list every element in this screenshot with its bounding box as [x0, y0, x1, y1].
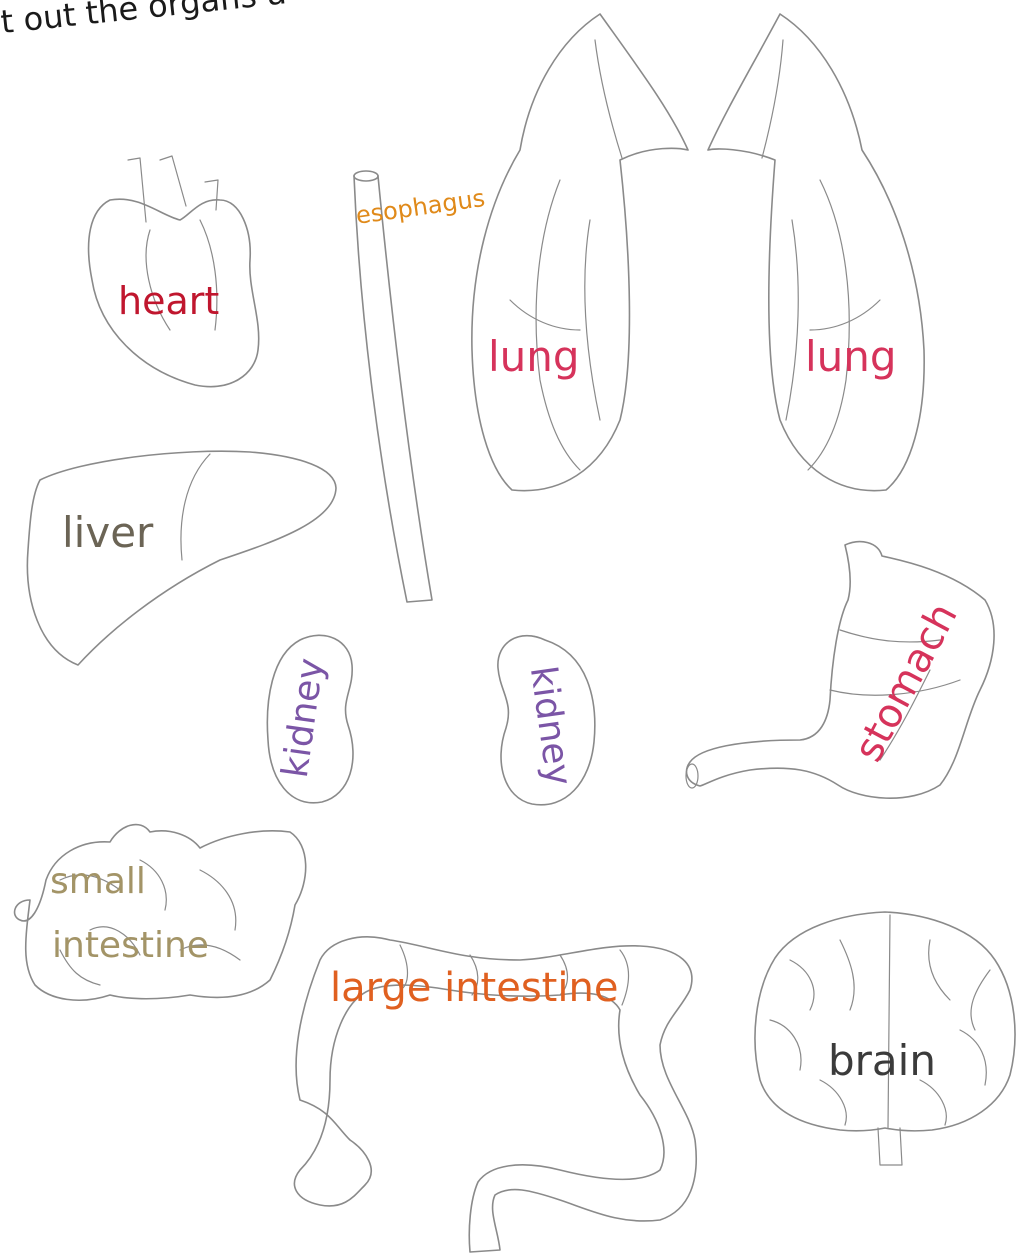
heart-outline[interactable] [89, 156, 259, 387]
esophagus-outline[interactable] [354, 171, 432, 602]
small-intestine-label-line-1: small [50, 864, 146, 900]
lung-left-label: lung [488, 336, 580, 378]
lung-left-outline[interactable] [472, 14, 688, 491]
liver-outline[interactable] [27, 451, 336, 665]
lung-right-outline[interactable] [708, 14, 924, 491]
small-intestine-label-line-2: intestine [52, 928, 209, 964]
large-intestine-label: large intestine [330, 968, 618, 1008]
liver-label: liver [62, 512, 153, 554]
heart-label: heart [118, 282, 219, 320]
lung-right-label: lung [805, 336, 897, 378]
brain-label: brain [828, 1040, 936, 1082]
stomach-outline[interactable] [686, 542, 994, 799]
small-intestine-outline[interactable] [15, 825, 306, 1001]
